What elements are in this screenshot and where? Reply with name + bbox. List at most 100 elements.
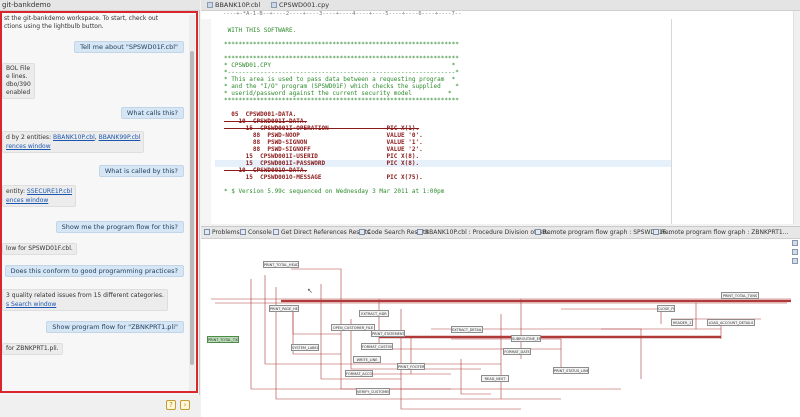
flow-graph-icon [653, 229, 659, 235]
tab-label: Code Search Results [367, 229, 429, 236]
flow-node-start[interactable]: PRINT_TOTAL_TXNS [207, 336, 239, 343]
link-references-window[interactable]: ences window [6, 197, 49, 204]
code-line: 15 CPSWD001I-OPERATION PIC X(1). [224, 125, 420, 132]
flow-node[interactable]: PRINT_STATUS_LINE [553, 367, 589, 374]
assistant-message[interactable]: d by 2 entities: BBANK10P.cbl, BBANK99P.… [2, 131, 145, 153]
flow-node[interactable]: LOAD_ACCOUNT_DETAILS [707, 319, 755, 326]
flow-graph-edges [211, 268, 791, 410]
assistant-panel: git-bankdemo st the git-bankdemo workspa… [0, 0, 200, 417]
assistant-toolbar: ? › [0, 395, 200, 417]
assistant-message[interactable]: BOL File e lines. dbo/390 enabled [2, 63, 35, 99]
tab-procedure-division[interactable]: BBANK10P.cbl : Procedure Division of BB.… [417, 229, 552, 236]
flow-node[interactable]: PRINT_STATEMENT [371, 330, 405, 337]
code-line: WITH THIS SOFTWARE. [224, 27, 297, 34]
user-message[interactable]: Does this conform to good programming pr… [4, 265, 184, 277]
editor-tab-bbank10p[interactable]: BBANK10P.cbl [207, 1, 260, 9]
assistant-tab[interactable]: git-bankdemo [0, 0, 200, 11]
code-line: 88 PSWD-NOOP VALUE '0'. [224, 132, 423, 139]
chat-intro-line-2: ctions using the lightbulb button. [4, 23, 104, 30]
flow-node[interactable]: VERIFY_CUSTOMER [356, 388, 390, 395]
link-ssecure1p[interactable]: SSECURE1P.cbl [26, 188, 73, 195]
link-search-window[interactable]: s Search window [6, 301, 57, 308]
references-icon [273, 229, 279, 235]
cobol-file-icon [207, 2, 213, 8]
assistant-message-text: entity: [6, 188, 27, 195]
lightbulb-icon[interactable]: ? [166, 400, 176, 410]
flow-node[interactable]: FORMAT_CUSTOMER [361, 343, 393, 350]
assistant-tab-title: git-bankdemo [2, 1, 51, 9]
code-line: 15 CPSWD001I-PASSWORD PIC X(8). [224, 160, 420, 167]
link-bbank10p[interactable]: BBANK10P.cbl [53, 134, 95, 141]
tab-problems[interactable]: Problems [204, 229, 240, 236]
flow-node[interactable]: PRINT_TOTAL_TXNS [721, 292, 759, 299]
user-message[interactable]: What is called by this? [98, 165, 184, 177]
code-line: ****************************************… [224, 41, 459, 48]
editor-tabs: BBANK10P.cbl CPSWD001.cpy [201, 0, 800, 11]
chat-scrollbar-thumb[interactable] [190, 51, 194, 365]
user-message[interactable]: Tell me about "SPSWD01F.cbl" [74, 41, 184, 53]
mouse-cursor-icon: ↖ [307, 287, 313, 295]
user-message[interactable]: What calls this? [120, 107, 184, 119]
tab-label: Remote program flow graph : SPSWD01F... [543, 229, 671, 236]
link-references-window[interactable]: rences window [6, 143, 51, 150]
code-line: 88 PSWD-SIGNOFF VALUE '2'. [224, 146, 423, 153]
tab-flow-graph-spswd01f[interactable]: Remote program flow graph : SPSWD01F... [535, 229, 671, 236]
code-line: 10 CPSWD001I-DATA. [224, 118, 308, 125]
problems-icon [204, 229, 210, 235]
flow-node[interactable]: CLOSE_FILES [657, 305, 675, 312]
zoom-out-icon[interactable] [792, 249, 798, 255]
current-line-highlight [215, 160, 671, 167]
assistant-message-line: BOL File [6, 65, 31, 72]
flow-node[interactable]: HEADER_1 [671, 319, 693, 326]
flow-node[interactable]: OPEN_CUSTOMER_FILE [331, 324, 375, 331]
flow-node[interactable]: READ_NEXT [481, 375, 509, 382]
flow-node[interactable]: EXTRACT_DETAIL [451, 326, 483, 333]
editor-scrollbar[interactable] [793, 11, 800, 224]
flow-node[interactable]: EXTRACT_HDR [359, 310, 389, 317]
tab-console[interactable]: Console [240, 229, 272, 236]
code-line: * This area is used to pass data between… [224, 76, 456, 83]
code-line: * and the "I/O" program (SPSWD01F) which… [224, 83, 459, 90]
editor-gutter [201, 19, 211, 224]
tab-flow-graph-zbnkprt1[interactable]: Remote program flow graph : ZBNKPRT1... [653, 229, 788, 236]
chat-scrollbar[interactable] [189, 15, 195, 391]
code-editor: BBANK10P.cbl CPSWD001.cpy ----+-*A-1-B--… [201, 0, 800, 224]
editor-tab-cpswd001[interactable]: CPSWD001.cpy [271, 1, 329, 9]
graph-toolbar [792, 240, 798, 280]
chat-conversation[interactable]: st the git-bankdemo workspace. To start,… [0, 11, 198, 393]
tab-code-search[interactable]: Code Search Results [359, 229, 428, 236]
program-flow-graph[interactable]: PRINT_TOTAL_HEADER PRINT_PAGE_HEADER PRI… [201, 239, 800, 416]
assistant-message-line: 3 quality related issues from 15 differe… [6, 292, 164, 299]
assistant-message-text: , [94, 134, 99, 141]
user-message[interactable]: Show me the program flow for this? [55, 221, 184, 233]
flow-node[interactable]: WRITE_LINE [353, 356, 381, 363]
insert-icon[interactable]: › [180, 400, 190, 410]
chat-intro-line-1: st the git-bankdemo workspace. To start,… [4, 15, 159, 22]
assistant-message[interactable]: entity: SSECURE1P.cbl ences window [2, 185, 77, 207]
copybook-file-icon [271, 2, 277, 8]
assistant-message[interactable]: 3 quality related issues from 15 differe… [2, 289, 168, 311]
flow-node[interactable]: SUBROUTINE_END [511, 335, 541, 342]
zoom-in-icon[interactable] [792, 240, 798, 246]
assistant-message-line: d by 2 entities: BBANK10P.cbl, BBANK99P.… [6, 133, 140, 142]
flow-node[interactable]: FORMAT_DATE [503, 348, 531, 355]
assistant-message[interactable]: for ZBNKPRT1.pli. [2, 343, 63, 355]
code-line: * CPSWD01.CPY * [224, 62, 456, 69]
fit-icon[interactable] [792, 258, 798, 264]
code-line: * userid/password against the current se… [224, 90, 452, 97]
tab-direct-references[interactable]: Get Direct References Results [273, 229, 370, 236]
flow-node[interactable]: PRINT_PAGE_HEADER [269, 305, 299, 312]
code-line: 15 CPSWD001I-USERID PIC X(8). [224, 153, 420, 160]
flow-node[interactable]: PRINT_TOTAL_HEADER [263, 261, 299, 268]
tab-label: Console [248, 229, 272, 236]
flow-node[interactable]: PRINT_FOOTER [397, 363, 425, 370]
assistant-message-line: entity: SSECURE1P.cbl [6, 187, 72, 196]
user-message[interactable]: Show program flow for "ZBNKPRT1.pli" [46, 321, 184, 333]
code-line: 10 CPSWD001O-DATA. [224, 167, 308, 174]
flow-node[interactable]: SYSTEM_LABEL [291, 344, 319, 351]
link-bbank99p[interactable]: BBANK99P.cbl [98, 134, 141, 141]
flow-node[interactable]: FORMAT_ACCOUNT [345, 370, 373, 377]
views-panel: Problems Console Get Direct References R… [201, 226, 800, 417]
assistant-message[interactable]: low for SPSWD01F.cbl. [2, 243, 77, 255]
